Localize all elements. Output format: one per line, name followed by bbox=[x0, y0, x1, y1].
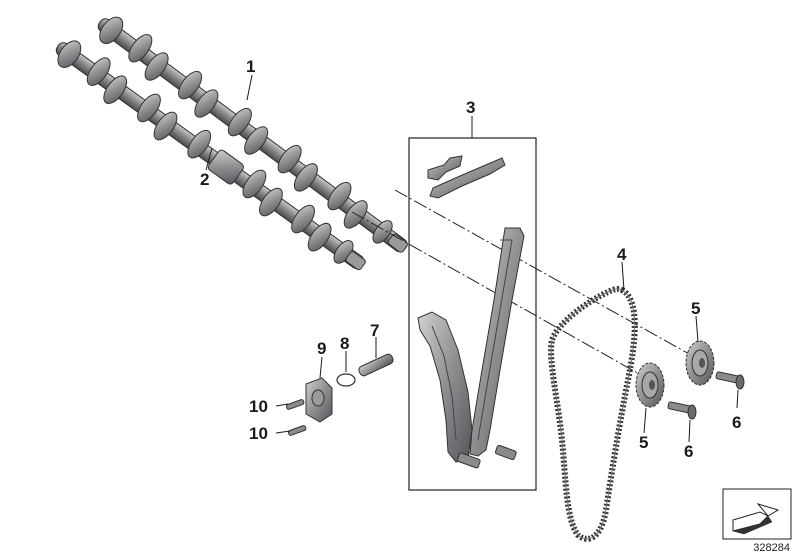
timing-chain-outline bbox=[550, 288, 636, 540]
callout-part-1: 1 bbox=[246, 57, 256, 76]
guide-rail-icon bbox=[469, 227, 525, 461]
camshaft-2-icon bbox=[55, 40, 366, 271]
axis-lines bbox=[351, 189, 701, 381]
leader-lines bbox=[205, 74, 739, 443]
sprocket-lower-icon bbox=[635, 362, 665, 408]
callout-part-2: 2 bbox=[200, 170, 210, 189]
callout-part-10-upper: 10 bbox=[249, 397, 268, 416]
callout-part-6-upper: 6 bbox=[732, 413, 742, 432]
bolt-tensioner-lower-icon bbox=[287, 425, 307, 436]
navigation-arrow-icon[interactable] bbox=[722, 488, 792, 540]
bolt-upper-icon bbox=[715, 371, 745, 390]
callout-part-6-lower: 6 bbox=[684, 442, 694, 461]
rail-clip-icon bbox=[427, 155, 506, 199]
callout-part-10-lower: 10 bbox=[249, 424, 268, 443]
callout-part-9: 9 bbox=[317, 339, 327, 358]
bolt-lower-icon bbox=[667, 401, 697, 420]
callout-part-7: 7 bbox=[370, 321, 380, 340]
seal-ring-icon bbox=[336, 373, 356, 387]
diagram-reference-number: 328284 bbox=[753, 542, 790, 554]
bolt-tensioner-upper-icon bbox=[285, 399, 305, 410]
callout-part-5-lower: 5 bbox=[639, 433, 649, 452]
camshaft-1-icon bbox=[97, 16, 408, 253]
chain-tensioner-icon bbox=[305, 377, 333, 423]
callout-part-8: 8 bbox=[340, 334, 350, 353]
callout-part-5-upper: 5 bbox=[691, 299, 701, 318]
callout-part-3: 3 bbox=[466, 98, 476, 117]
pin-icon bbox=[358, 353, 394, 377]
timing-chain-icon bbox=[548, 285, 638, 542]
sprocket-upper-icon bbox=[685, 340, 715, 386]
callout-part-4: 4 bbox=[617, 245, 627, 264]
tensioner-rail-icon bbox=[417, 311, 481, 469]
